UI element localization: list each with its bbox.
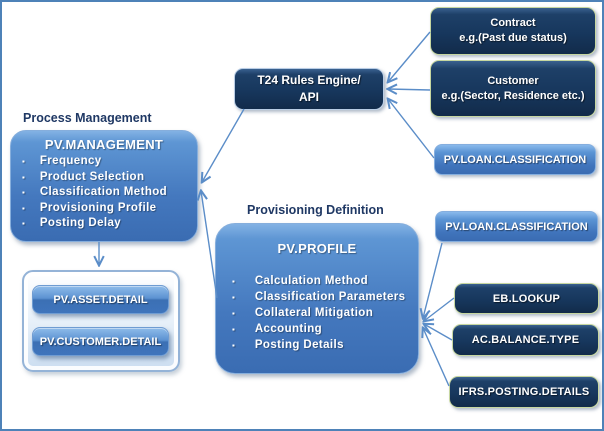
arrow-loan-classification-to-pv-profile — [423, 242, 443, 318]
pv-customer-detail-box: PV.CUSTOMER.DETAIL — [32, 327, 169, 356]
list-item: ▪ Product Selection — [22, 170, 145, 183]
customer-box: Customer e.g.(Sector, Residence etc.) — [430, 60, 596, 117]
ifrs-posting-details-box: IFRS.POSTING.DETAILS — [449, 376, 599, 408]
ac-balance-type-box: AC.BALANCE.TYPE — [452, 324, 599, 356]
list-item: ▪ Collateral Mitigation — [232, 307, 374, 319]
list-item: ▪ Calculation Method — [232, 275, 369, 287]
list-item: ▪ Classification Method — [22, 186, 168, 198]
pv-profile-box: PV.PROFILE ▪ Calculation Method ▪ Classi… — [215, 223, 419, 374]
bullet-square-icon: ▪ — [22, 219, 25, 228]
list-item: ▪ Frequency — [22, 155, 102, 167]
pv-management-box: PV.MANAGEMENT ▪ Frequency ▪ Product Sele… — [10, 130, 198, 242]
list-item: ▪ Provisioning Profile — [22, 201, 157, 214]
arrow-loan-classification-to-t24 — [388, 99, 435, 159]
contract-box: Contract e.g.(Past due status) — [430, 7, 596, 55]
arrow-eb-lookup-to-pv-profile — [424, 297, 455, 321]
bullet-square-icon: ▪ — [232, 293, 235, 302]
bullet-square-icon: ▪ — [232, 341, 235, 350]
arrow-customer-to-t24 — [388, 89, 431, 90]
bullet-square-icon: ▪ — [22, 188, 25, 197]
arrow-contract-to-t24 — [388, 31, 431, 82]
arrow-ifrs-posting-details-to-pv-profile — [423, 328, 450, 387]
pv-loan-classification-mid-box: PV.LOAN.CLASSIFICATION — [435, 211, 598, 242]
bullet-square-icon: ▪ — [232, 309, 235, 318]
bullet-square-icon: ▪ — [232, 277, 235, 286]
bullet-square-icon: ▪ — [22, 172, 25, 182]
arrow-ac-balance-type-to-pv-profile — [424, 324, 453, 341]
pv-asset-detail-box: PV.ASSET.DETAIL — [32, 285, 169, 314]
list-item: ▪ Posting Delay — [22, 217, 122, 229]
pv-profile-title: PV.PROFILE — [277, 241, 357, 256]
process-management-label: Process Management — [23, 111, 152, 125]
eb-lookup-box: EB.LOOKUP — [454, 283, 599, 314]
provisioning-definition-label: Provisioning Definition — [247, 203, 384, 217]
bullet-square-icon: ▪ — [22, 157, 25, 166]
bullet-square-icon: ▪ — [22, 203, 25, 213]
list-item: ▪ Posting Details — [232, 339, 344, 351]
pv-loan-classification-top-box: PV.LOAN.CLASSIFICATION — [434, 144, 596, 175]
list-item: ▪ Classification Parameters — [232, 291, 406, 303]
t24-rules-engine-box: T24 Rules Engine/ API — [234, 68, 384, 110]
list-item: ▪ Accounting — [232, 323, 323, 335]
arrow-t24-to-pv-management — [202, 108, 245, 182]
pv-management-title: PV.MANAGEMENT — [44, 137, 164, 152]
bullet-square-icon: ▪ — [232, 325, 235, 334]
